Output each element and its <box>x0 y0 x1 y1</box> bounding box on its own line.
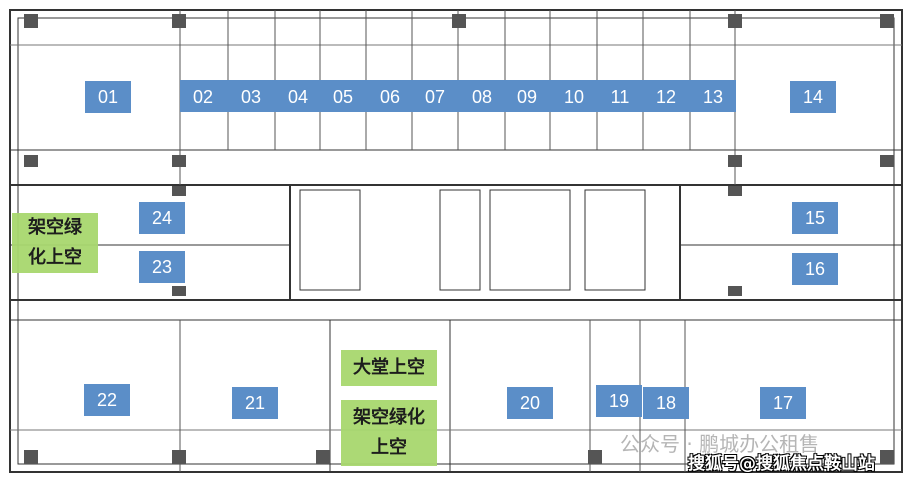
unit-13[interactable]: 13 <box>702 86 724 107</box>
wechat-watermark: 公众号 · 鹏城办公租售 <box>620 432 820 456</box>
lobby-void: 大堂上空 <box>341 350 437 386</box>
unit-24[interactable]: 24 <box>139 202 185 234</box>
unit-08[interactable]: 08 <box>471 86 493 107</box>
unit-10[interactable]: 10 <box>563 86 585 107</box>
green-void-left-line2: 化上空 <box>28 247 82 268</box>
unit-03[interactable]: 03 <box>240 86 262 107</box>
unit-04[interactable]: 04 <box>287 86 309 107</box>
green-void-left-line1: 架空绿 <box>28 217 82 238</box>
unit-05[interactable]: 05 <box>332 86 354 107</box>
unit-20[interactable]: 20 <box>507 387 553 419</box>
unit-15[interactable]: 15 <box>792 202 838 234</box>
unit-01[interactable]: 01 <box>85 81 131 113</box>
unit-17[interactable]: 17 <box>760 387 806 419</box>
unit-19[interactable]: 19 <box>596 385 642 417</box>
unit-07[interactable]: 07 <box>424 86 446 107</box>
unit-02[interactable]: 02 <box>192 86 214 107</box>
lobby-void-label: 大堂上空 <box>353 357 425 378</box>
sohu-watermark: 搜狐号@搜狐焦点鞍山站 <box>688 454 875 474</box>
unit-12[interactable]: 12 <box>655 86 677 107</box>
unit-16[interactable]: 16 <box>792 253 838 285</box>
units-strip <box>180 80 736 112</box>
unit-23[interactable]: 23 <box>139 251 185 283</box>
unit-09[interactable]: 09 <box>516 86 538 107</box>
unit-14[interactable]: 14 <box>790 81 836 113</box>
unit-21[interactable]: 21 <box>232 387 278 419</box>
green-void-bottom-line1: 架空绿化 <box>353 407 425 428</box>
unit-22[interactable]: 22 <box>84 384 130 416</box>
unit-11[interactable]: 11 <box>610 86 630 107</box>
green-void-bottom: 架空绿化 上空 <box>341 400 437 466</box>
green-void-left: 架空绿 化上空 <box>12 213 98 273</box>
unit-06[interactable]: 06 <box>379 86 401 107</box>
green-void-bottom-line2: 上空 <box>371 437 407 458</box>
unit-18[interactable]: 18 <box>643 387 689 419</box>
